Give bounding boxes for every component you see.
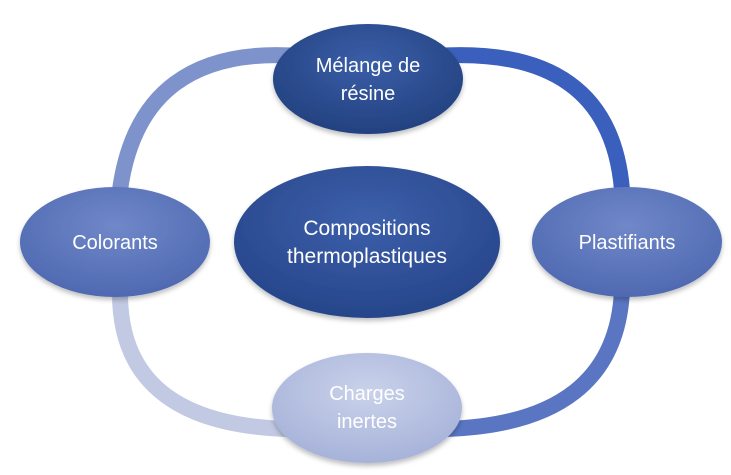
ring-arc-top-right xyxy=(427,47,630,198)
top-node-line1: Mélange de xyxy=(316,55,421,77)
ring-arc-bottom-left xyxy=(111,282,296,437)
ring-arc-top-left xyxy=(112,47,308,198)
left-node-label: Colorants xyxy=(72,232,158,254)
center-node-line1: Compositions xyxy=(303,217,430,240)
center-node-line2: thermoplastiques xyxy=(287,245,447,268)
ring-arc-bottom-right xyxy=(437,282,630,437)
top-node: Mélange de résine xyxy=(273,24,463,134)
bottom-node-line1: Charges xyxy=(329,383,405,405)
bottom-node: Charges inertes xyxy=(272,353,462,463)
center-node: Compositions thermoplastiques xyxy=(234,166,500,318)
right-node-label: Plastifiants xyxy=(579,232,676,254)
top-node-line2: résine xyxy=(341,83,395,105)
left-node: Colorants xyxy=(20,187,210,297)
bottom-node-line2: inertes xyxy=(337,411,397,433)
right-node: Plastifiants xyxy=(532,187,722,297)
